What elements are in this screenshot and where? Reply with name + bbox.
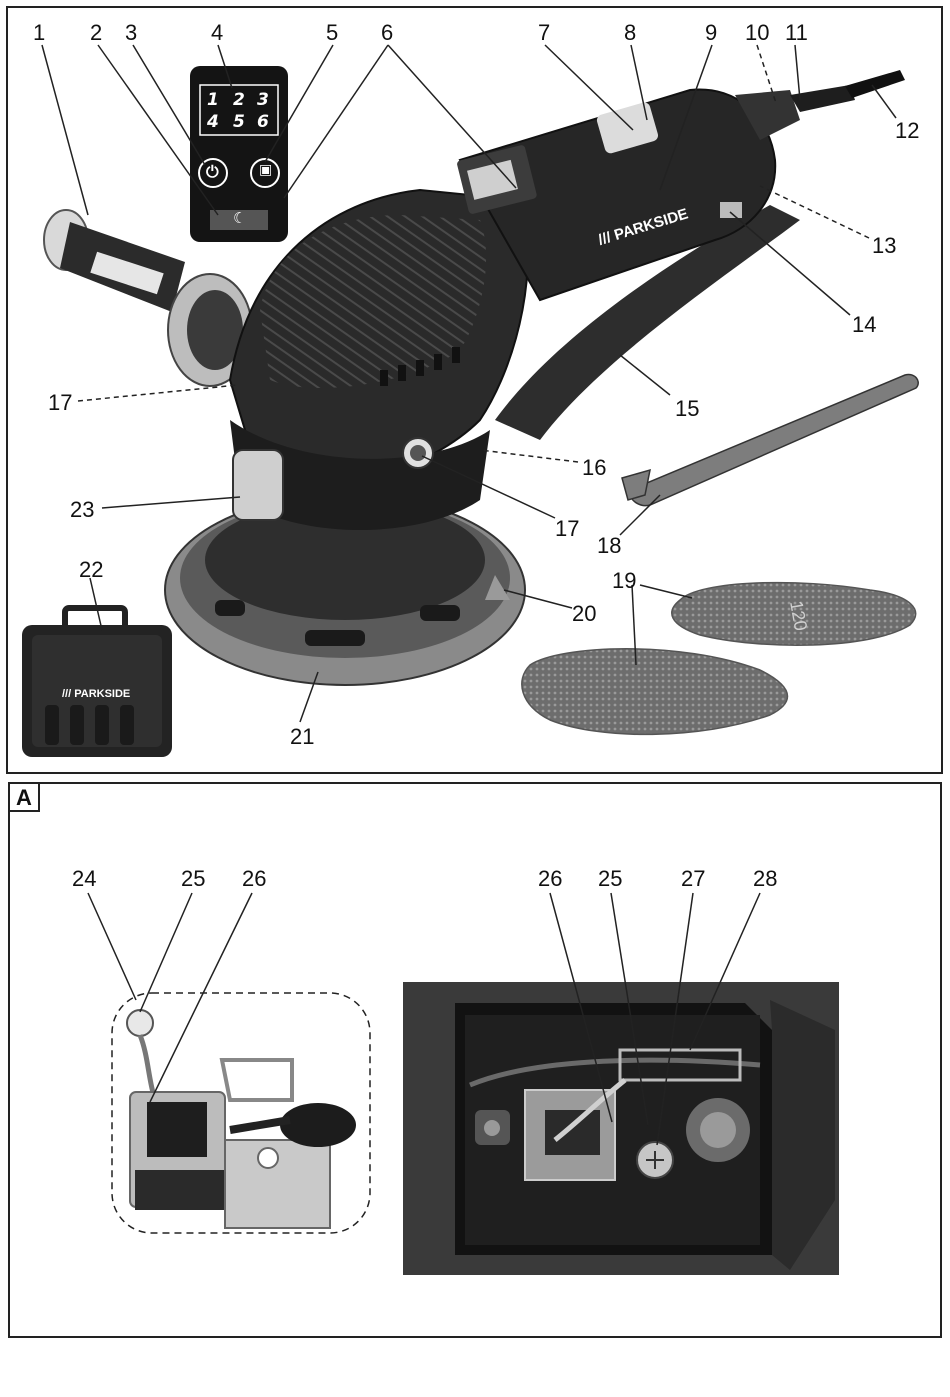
callout-12: 12: [895, 118, 920, 143]
case-brand-text: /// PARKSIDE: [62, 688, 130, 700]
power-icon: ⏻: [206, 162, 219, 181]
callout-7: 7: [538, 20, 551, 45]
callout-26-inset: 26: [242, 866, 267, 891]
callout-leaders-top: [41, 44, 897, 723]
callout-4: 4: [211, 20, 224, 45]
section-label: A: [8, 782, 40, 812]
motor-housing: [457, 70, 905, 302]
callout-25-photo: 25: [598, 866, 623, 891]
callout-6: 6: [381, 20, 394, 45]
sander-body: [228, 188, 529, 530]
callout-13: 13: [872, 233, 897, 258]
moon-icon: ☾: [233, 209, 247, 227]
callout-15: 15: [675, 396, 700, 421]
carbon-brush: [126, 1009, 356, 1229]
sanding-pad: [164, 494, 526, 686]
keypad-digit-1: 1: [207, 90, 219, 110]
callout-10: 10: [745, 20, 770, 45]
callout-1: 1: [33, 20, 46, 45]
callout-5: 5: [326, 20, 339, 45]
callout-24: 24: [72, 866, 97, 891]
motor-photo: [403, 982, 839, 1275]
keypad-digit-4: 4: [207, 112, 219, 132]
callout-8: 8: [624, 20, 637, 45]
callout-11: 11: [785, 20, 808, 45]
callout-17-left: 17: [48, 390, 73, 415]
abrasive-disc-front: [521, 648, 789, 736]
keypad-inset: [190, 66, 288, 242]
callout-25-inset: 25: [181, 866, 206, 891]
rear-handle: [495, 205, 800, 440]
callout-26-photo: 26: [538, 866, 563, 891]
keypad-digit-5: 5: [233, 112, 245, 132]
abrasive-disc-back: [671, 581, 917, 646]
callout-14: 14: [852, 312, 877, 337]
brush-inset-outline: [111, 992, 371, 1234]
callout-22: 22: [79, 557, 104, 582]
callout-21: 21: [290, 724, 315, 749]
callout-27: 27: [681, 866, 706, 891]
callout-9: 9: [705, 20, 718, 45]
callout-23: 23: [70, 497, 95, 522]
lock-icon: ▣: [259, 162, 273, 178]
callout-20: 20: [572, 601, 597, 626]
callout-18: 18: [597, 533, 622, 558]
callout-leaders-bottom: [87, 892, 761, 1146]
carrying-case: [22, 605, 172, 757]
keypad-digit-6: 6: [257, 112, 269, 132]
callout-19: 19: [612, 568, 637, 593]
keypad-digit-3: 3: [257, 90, 269, 110]
callout-2: 2: [90, 20, 103, 45]
keypad-digit-2: 2: [233, 90, 245, 110]
callout-17-right: 17: [555, 516, 580, 541]
callout-28: 28: [753, 866, 778, 891]
callout-16: 16: [582, 455, 607, 480]
callout-3: 3: [125, 20, 138, 45]
